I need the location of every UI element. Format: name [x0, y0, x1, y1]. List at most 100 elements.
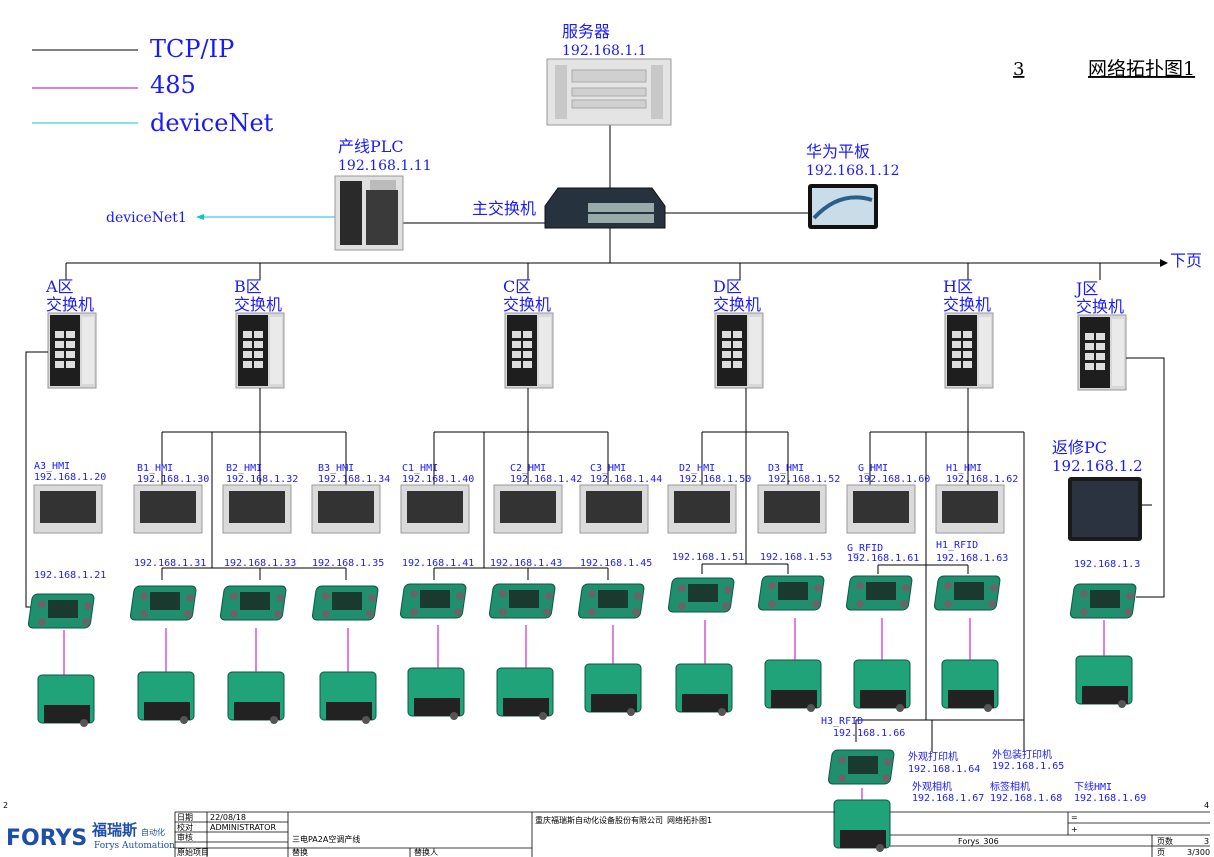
reader-b2	[227, 671, 285, 725]
repair-pc-name: 返修PC	[1052, 438, 1107, 457]
rfid-b2: 192.168.1.33	[219, 558, 296, 621]
reader-d2	[675, 663, 733, 717]
rfid-b3: 192.168.1.35	[311, 558, 384, 621]
switch-h-zone: H区	[943, 277, 973, 296]
logo-sub: 自动化	[141, 827, 165, 837]
title-block-text: 日期 22/08/18 校对 ADMINISTRATOR 审核 原始项目 替换 …	[177, 813, 1210, 857]
camera-outer-ip: 192.168.1.67	[912, 793, 984, 804]
hmi-b1: B1_HMI 192.168.1.30	[133, 463, 209, 534]
rfid-g-name: G_RFID	[847, 543, 883, 554]
hmi-a3-name: A3_HMI	[34, 461, 70, 472]
plc: 产线PLC 192.168.1.11	[334, 137, 432, 251]
reader-j	[1075, 655, 1133, 709]
switch-h-label: 交换机	[943, 295, 991, 314]
devicenet-out-label: deviceNet1	[106, 210, 187, 226]
switch-c: C区 交换机	[503, 277, 554, 389]
rfid-h1-ip: 192.168.1.63	[936, 553, 1008, 564]
tb-replacer-label: 替换人	[414, 847, 438, 857]
rfid-h3-name: H3_RFID	[821, 716, 863, 727]
tb-pages-label: 页数	[1157, 836, 1173, 846]
switch-c-label: 交换机	[503, 295, 551, 314]
switch-j-label: 交换机	[1076, 297, 1124, 316]
hmi-c3: C3_HMI 192.168.1.44	[579, 463, 662, 534]
rs485-links	[63, 618, 1105, 800]
next-page-label: 下页	[1170, 251, 1202, 270]
switch-j: J区 交换机	[1074, 279, 1127, 391]
hmi-b2-name: B2_HMI	[226, 463, 262, 474]
hmi-g: G_HMI 192.168.1.60	[846, 463, 930, 534]
reader-b3	[319, 671, 377, 725]
corner-right: 4	[1204, 801, 1209, 810]
reader-c2	[496, 667, 554, 721]
main-switch: 主交换机	[472, 187, 666, 229]
printer-outer-name: 外观打印机	[908, 750, 958, 763]
camera-outer-name: 外观相机	[912, 780, 952, 793]
hmi-b3-name: B3_HMI	[318, 463, 354, 474]
switch-d-label: 交换机	[713, 295, 761, 314]
printer-package-ip: 192.168.1.65	[992, 761, 1064, 772]
server-name: 服务器	[562, 22, 610, 41]
rfid-b2-ip: 192.168.1.33	[224, 558, 296, 569]
tablet-name: 华为平板	[806, 142, 870, 161]
switch-d: D区 交换机	[713, 277, 764, 389]
tb-date: 22/08/18	[210, 813, 246, 822]
hmi-b1-ip: 192.168.1.30	[137, 474, 209, 485]
tb-pages: 3	[1204, 837, 1209, 846]
rfid-g-ip: 192.168.1.61	[847, 553, 919, 564]
camera-label-name: 标签相机	[990, 780, 1030, 793]
server-ip: 192.168.1.1	[562, 43, 647, 59]
tablet: 华为平板 192.168.1.12	[806, 142, 900, 229]
hmi-d2: D2_HMI 192.168.1.50	[667, 463, 751, 534]
legend-tcpip: TCP/IP	[150, 35, 234, 63]
hmi-c3-name: C3_HMI	[590, 463, 626, 474]
rfid-h1-name: H1_RFID	[936, 540, 978, 551]
switch-c-zone: C区	[503, 277, 531, 296]
printer-outer-ip: 192.168.1.64	[908, 764, 980, 775]
switch-b-label: 交换机	[234, 295, 282, 314]
switch-b-zone: B区	[234, 277, 262, 296]
reader-d3	[764, 659, 822, 713]
hmi-h1-ip: 192.168.1.62	[946, 474, 1018, 485]
hmi-d2-ip: 192.168.1.50	[679, 474, 751, 485]
reader-row	[37, 655, 1133, 728]
rfid-c2-ip: 192.168.1.43	[490, 558, 562, 569]
reader-g	[853, 659, 911, 713]
tablet-ip: 192.168.1.12	[806, 163, 900, 179]
reader-c3	[584, 663, 642, 717]
tb-date-label: 日期	[177, 813, 193, 822]
hmi-c2-name: C2_HMI	[510, 463, 546, 474]
rfid-c1-ip: 192.168.1.41	[402, 558, 474, 569]
tb-drawing: 网络拓扑图1	[667, 815, 712, 825]
hmi-g-name: G_HMI	[858, 463, 888, 474]
rfid-b3-ip: 192.168.1.35	[312, 558, 384, 569]
hmi-a3: A3_HMI 192.168.1.20	[33, 461, 106, 534]
hmi-b3-ip: 192.168.1.34	[318, 474, 390, 485]
tb-page: 3/300	[1187, 848, 1210, 857]
rfid-d3: 192.168.1.53	[757, 552, 832, 611]
reader-b1	[137, 671, 195, 725]
legend-devicenet: deviceNet	[150, 109, 274, 137]
hmi-h1-name: H1_HMI	[946, 463, 982, 474]
tb-replace-label: 替换	[292, 847, 308, 857]
hmi-h1: H1_HMI 192.168.1.62	[935, 463, 1018, 534]
switch-d-zone: D区	[713, 277, 742, 296]
switch-b: B区 交换机	[234, 277, 285, 389]
hmi-c1: C1_HMI 192.168.1.40	[400, 463, 474, 534]
hmi-b3: B3_HMI 192.168.1.34	[311, 463, 390, 534]
repair-pc: 返修PC 192.168.1.2	[1052, 438, 1143, 541]
rfid-j: 192.168.1.3	[1069, 559, 1140, 619]
hmi-d3-name: D3_HMI	[768, 463, 804, 474]
logo-brand: FORYS	[6, 826, 87, 851]
rfid-a3: 192.168.1.21	[27, 570, 106, 629]
tcpip-trunk	[65, 125, 1162, 280]
legend: TCP/IP 485 deviceNet	[32, 35, 274, 137]
rfid-a3-ip: 192.168.1.21	[34, 570, 106, 581]
title-block	[174, 811, 1210, 857]
rfid-d2: 192.168.1.51	[667, 552, 744, 613]
legend-485: 485	[150, 71, 196, 99]
next-page-arrow	[1160, 259, 1168, 267]
hmi-c3-ip: 192.168.1.44	[590, 474, 662, 485]
hmi-c1-name: C1_HMI	[402, 463, 438, 474]
hmi-b2-ip: 192.168.1.32	[226, 474, 298, 485]
extra-devices: 外观打印机 192.168.1.64 外包装打印机 192.168.1.65 外…	[908, 748, 1146, 804]
